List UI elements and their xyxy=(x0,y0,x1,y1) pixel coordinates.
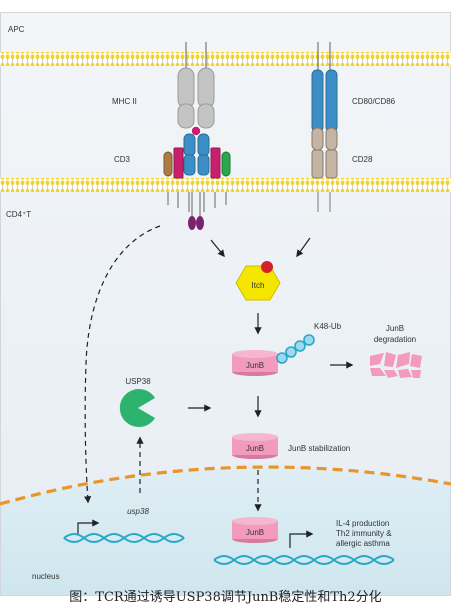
junb-label-top: JunB xyxy=(246,361,264,370)
junb-protein-top: JunB xyxy=(232,350,278,376)
nuclear-envelope xyxy=(0,465,451,506)
figure-caption: 图：TCR通过诱导USP38调节JunB稳定性和Th2分化 xyxy=(69,590,382,605)
itch-label: Itch xyxy=(252,281,265,290)
arrow-tcr-to-itch xyxy=(210,239,225,258)
apc-membrane xyxy=(0,52,451,66)
il4-production-label: IL-4 production xyxy=(336,519,389,528)
usp38-pacman-icon xyxy=(119,389,155,427)
junb-label-stabilized: JunB xyxy=(246,444,264,453)
k48-ub-label: K48-Ub xyxy=(314,322,342,331)
junb-degradation-fragments xyxy=(370,352,422,378)
il4-promoter-arrow-icon xyxy=(289,530,314,548)
cd28-receptor xyxy=(311,127,338,212)
nucleus-label: nucleus xyxy=(32,572,60,581)
usp38-promoter-arrow-icon xyxy=(77,519,100,534)
peptide-antigen xyxy=(190,125,202,137)
arrow-cd28-to-itch xyxy=(296,237,311,258)
apc-label: APC xyxy=(8,25,25,34)
cd28-label: CD28 xyxy=(352,155,373,164)
tcr-cd3-complex xyxy=(163,133,231,230)
il4-dna-helix xyxy=(213,555,395,565)
usp38-gene-label: usp38 xyxy=(127,507,149,516)
th2-immunity-label: Th2 immunity & xyxy=(336,529,392,538)
cd4t-label: CD4⁺T xyxy=(6,210,31,219)
cd80-cd86-receptor xyxy=(311,42,338,133)
usp38-label: USP38 xyxy=(125,377,151,386)
ubiquitin-red-icon xyxy=(261,261,273,273)
degradation-label-line2: degradation xyxy=(374,335,416,344)
junb-label-nuclear: JunB xyxy=(246,528,264,537)
dashed-arrow-tcr-to-nucleus xyxy=(84,225,161,504)
k48-ubiquitin-chain xyxy=(276,334,315,364)
junb-protein-nuclear: JunB xyxy=(232,517,278,543)
degradation-label-line1: JunB xyxy=(386,324,404,333)
mhc2-label: MHC II xyxy=(112,97,137,106)
apc-region xyxy=(0,12,451,52)
junb-protein-stabilized: JunB xyxy=(232,433,278,459)
cd80-cd86-label: CD80/CD86 xyxy=(352,97,396,106)
allergic-asthma-label: allergic asthma xyxy=(336,539,390,548)
junb-stabilization-label: JunB stabilization xyxy=(288,444,350,453)
t-cell-membrane xyxy=(0,178,451,192)
usp38-dna-helix xyxy=(63,533,185,543)
cd3-label: CD3 xyxy=(114,155,131,164)
mhc2-receptor xyxy=(177,42,215,129)
